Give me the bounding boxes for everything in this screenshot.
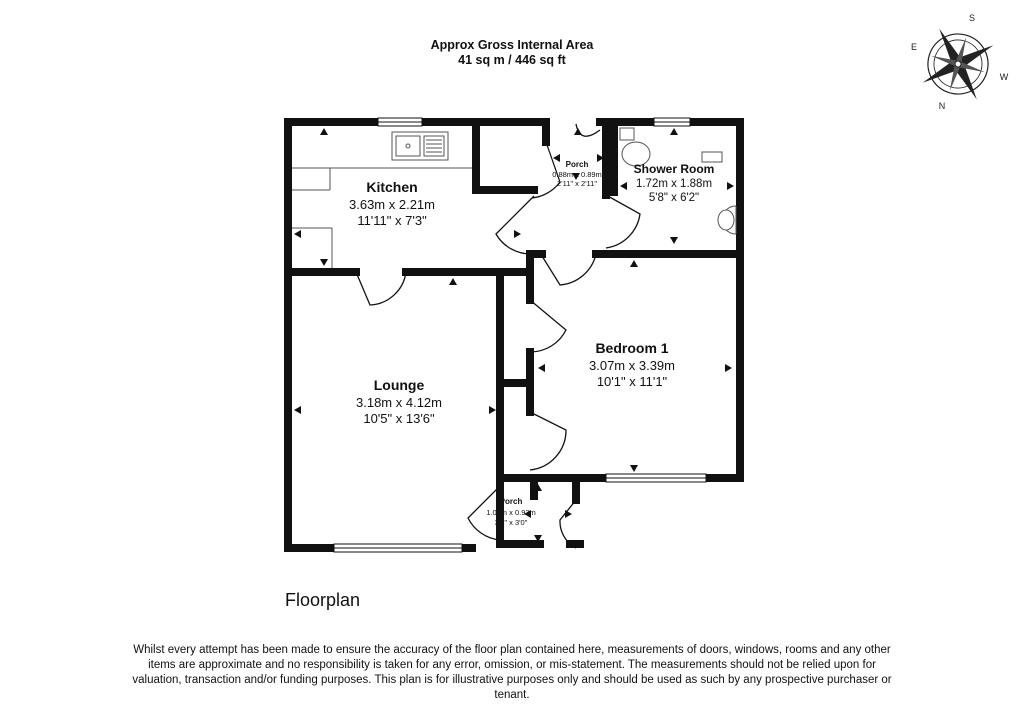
room-porch-bottom-imperial: 3'4" x 3'0" [495,518,528,527]
floorplan-title: Floorplan [285,590,361,610]
area-header-title: Approx Gross Internal Area [430,38,594,52]
room-porch-top-metric: 0.88m x 0.89m [552,170,602,179]
disclaimer-text: Whilst every attempt has been made to en… [132,644,892,701]
room-bedroom: Bedroom 1 3.07m x 3.39m 10'1" x 11'1" [589,340,675,389]
room-shower-metric: 1.72m x 1.88m [636,178,712,190]
direction-markers [294,128,734,542]
room-kitchen-metric: 3.63m x 2.21m [349,197,435,212]
room-lounge-metric: 3.18m x 4.12m [356,395,442,410]
room-porch-top-name: Porch [566,160,589,169]
kitchen-fittings [292,131,472,268]
compass-icon [922,28,994,100]
room-lounge: Lounge 3.18m x 4.12m 10'5" x 13'6" [356,377,442,426]
room-porch-bottom: Porch 1.02m x 0.92m 3'4" x 3'0" [486,497,536,527]
compass-letter-e: E [911,42,917,52]
room-porch-bottom-name: Porch [500,497,523,506]
room-porch-bottom-metric: 1.02m x 0.92m [486,508,536,517]
room-bedroom-imperial: 10'1" x 11'1" [597,374,668,389]
room-kitchen: Kitchen 3.63m x 2.21m 11'11" x 7'3" [349,179,435,228]
room-lounge-name: Lounge [374,377,425,393]
room-porch-top: Porch 0.88m x 0.89m 2'11" x 2'11" [552,160,602,188]
shower-fittings [619,127,737,235]
area-header-size: 41 sq m / 446 sq ft [458,53,566,67]
doors [355,123,641,549]
room-bedroom-metric: 3.07m x 3.39m [589,358,675,373]
area-header: Approx Gross Internal Area 41 sq m / 446… [312,38,712,68]
room-bedroom-name: Bedroom 1 [595,340,668,356]
room-kitchen-name: Kitchen [366,179,417,195]
room-kitchen-imperial: 11'11" x 7'3" [357,213,427,228]
room-shower: Shower Room 1.72m x 1.88m 5'8" x 6'2" [634,162,715,204]
compass-letter-w: W [1000,72,1009,82]
compass-letter-n: N [939,101,946,111]
room-shower-imperial: 5'8" x 6'2" [649,192,699,204]
compass-letter-s: S [969,13,975,23]
windows [333,117,707,553]
room-lounge-imperial: 10'5" x 13'6" [363,411,435,426]
room-porch-top-imperial: 2'11" x 2'11" [557,179,597,188]
room-shower-name: Shower Room [634,162,715,176]
